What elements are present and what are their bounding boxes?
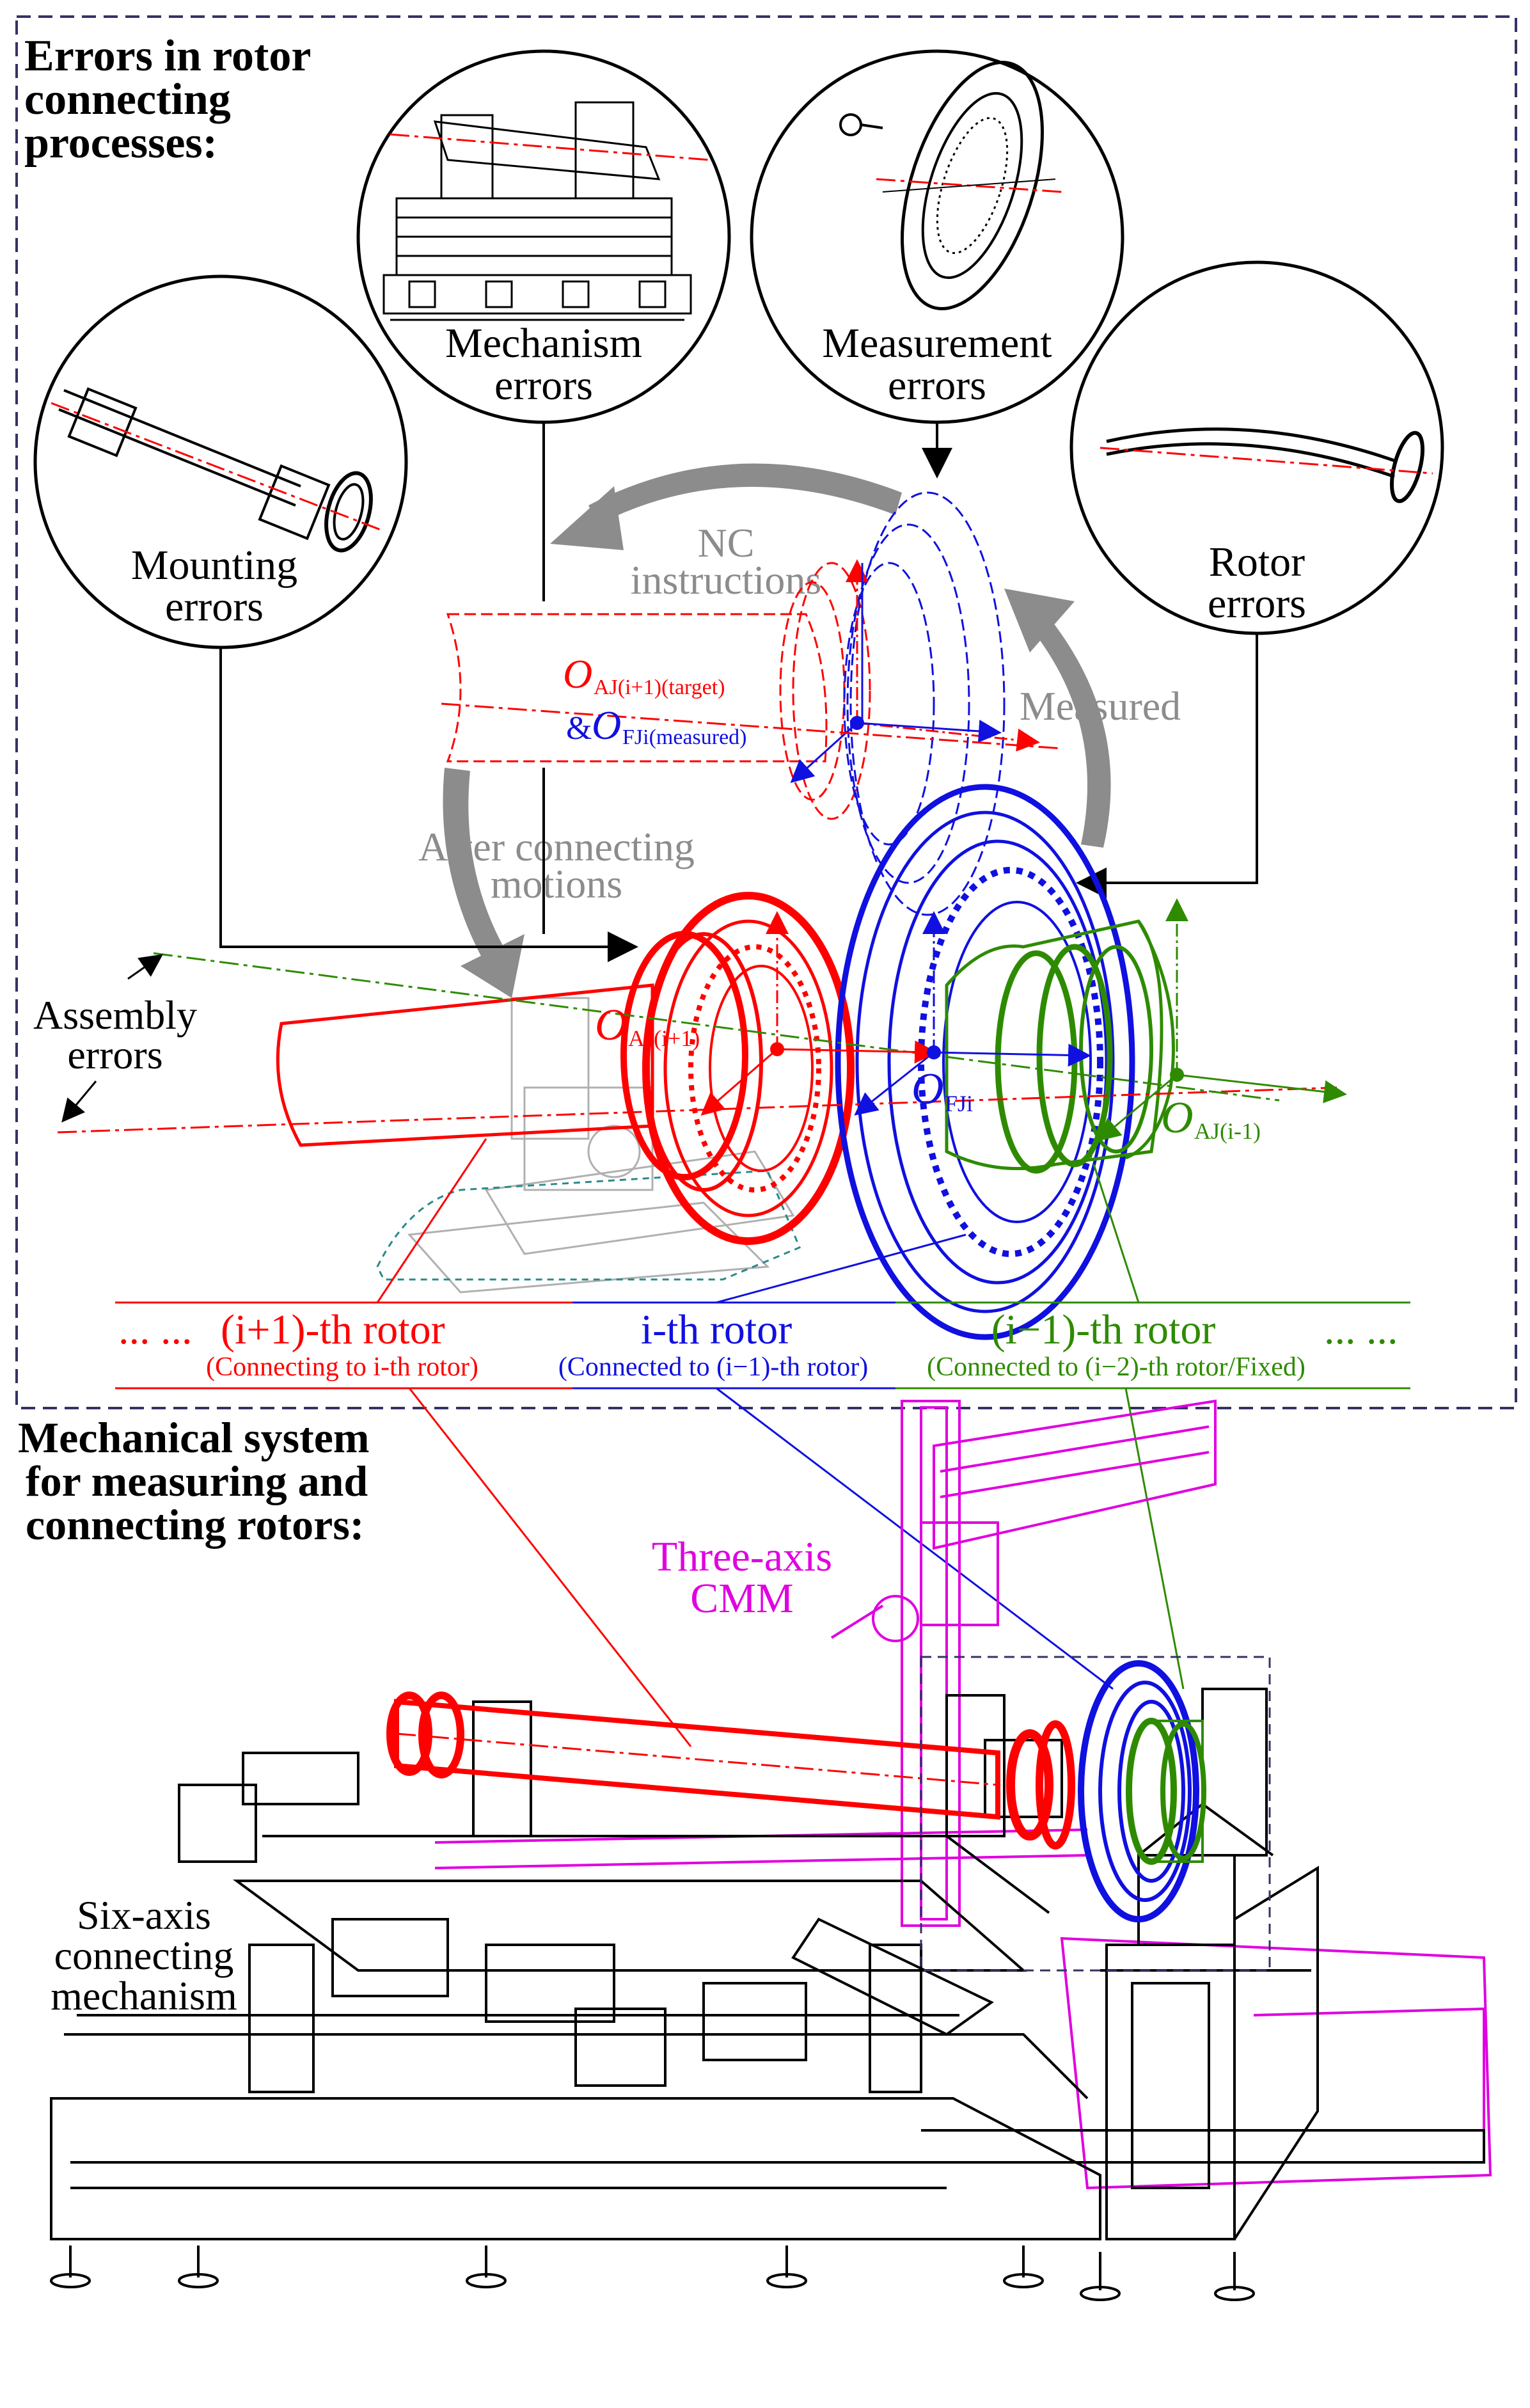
svg-text:Mechanism: Mechanism [445, 320, 642, 367]
svg-text:Rotor: Rotor [1209, 539, 1305, 585]
svg-text:Six-axis: Six-axis [77, 1892, 211, 1938]
circle-connectors [219, 422, 1258, 962]
main-axes [57, 898, 1347, 1141]
target-origin-label: O AJ(i+1)(target) & O FJi(measured) [563, 651, 747, 749]
svg-text:errors: errors [888, 362, 986, 409]
svg-text:errors: errors [67, 1032, 162, 1077]
svg-text:mechanism: mechanism [51, 1973, 237, 2018]
svg-text:Mounting: Mounting [131, 542, 297, 589]
red-rotor-next [276, 892, 855, 1245]
svg-text:... ...: ... ... [1324, 1306, 1398, 1353]
nc-instructions-label: NC [698, 520, 755, 566]
cmm-label: Three-axis CMM [652, 1533, 832, 1622]
svg-text:connecting rotors:: connecting rotors: [26, 1500, 364, 1549]
svg-text:Three-axis: Three-axis [652, 1533, 832, 1580]
svg-text:AJ(i+1)(target): AJ(i+1)(target) [594, 676, 725, 699]
svg-text:Measurement: Measurement [822, 320, 1052, 367]
nc-instructions-label-2: instructions [631, 557, 822, 603]
mechanical-section-title: Mechanical system for measuring and conn… [18, 1413, 370, 1549]
svg-text:connecting: connecting [54, 1933, 234, 1978]
fj-origin-label: O FJi [911, 1065, 973, 1116]
svg-text:FJi(measured): FJi(measured) [622, 725, 747, 749]
gray-process-arrows [443, 463, 1111, 998]
svg-text:Mechanical system: Mechanical system [18, 1413, 370, 1462]
svg-text:O: O [563, 651, 592, 697]
svg-text:(Connecting to i-th rotor): (Connecting to i-th rotor) [206, 1352, 478, 1382]
target-frame-axes [441, 559, 1062, 784]
blue-rotor-on-machine [1078, 1660, 1199, 1922]
cmm-structure [434, 1399, 1492, 2190]
mounting-errors-circle: Mounting errors [33, 274, 408, 649]
svg-text:O: O [1161, 1093, 1194, 1143]
connecting-mechanism-base [50, 1688, 1485, 2301]
svg-text:errors: errors [494, 362, 593, 409]
svg-text:connecting: connecting [24, 75, 231, 124]
svg-text:AJ(i-1): AJ(i-1) [1194, 1118, 1261, 1144]
green-rotor-prev [945, 919, 1175, 1174]
zoom-dashed-box [920, 1656, 1271, 1972]
aj-prev-origin-label: O AJ(i-1) [1161, 1093, 1261, 1144]
aj-next-origin-label: O AJ(i+1) [595, 1001, 700, 1051]
svg-text:for measuring and: for measuring and [26, 1457, 368, 1505]
svg-text:FJi: FJi [945, 1091, 973, 1116]
green-rotor-on-machine [1126, 1718, 1206, 1865]
svg-text:CMM: CMM [690, 1575, 793, 1622]
after-connecting-label: After connecting [418, 824, 695, 869]
svg-text:errors: errors [165, 583, 264, 630]
errors-frame [15, 15, 1517, 1409]
svg-text:AJ(i+1): AJ(i+1) [628, 1026, 700, 1051]
svg-text:(i+1)-th rotor: (i+1)-th rotor [221, 1306, 445, 1353]
svg-text:(Connected to (i−1)-th rotor): (Connected to (i−1)-th rotor) [558, 1352, 868, 1382]
measured-label: Measured [1020, 683, 1181, 729]
svg-text:Errors in rotor: Errors in rotor [24, 31, 311, 81]
errors-section-title: Errors in rotor connecting processes: [24, 31, 311, 168]
svg-text:processes:: processes: [24, 118, 217, 168]
six-axis-label: Six-axis connecting mechanism [51, 1892, 237, 2018]
blue-rotor-current [835, 784, 1135, 1340]
svg-text:i-th rotor: i-th rotor [641, 1306, 792, 1353]
svg-text:O: O [595, 1001, 627, 1050]
measurement-errors-circle: Measurement errors [750, 49, 1124, 424]
rotor-labels-row: ... ... (i+1)-th rotor (Connecting to i-… [115, 1301, 1410, 1390]
svg-text:... ...: ... ... [118, 1306, 193, 1353]
after-connecting-label-2: motions [491, 861, 622, 907]
svg-text:(i−1)-th rotor: (i−1)-th rotor [991, 1306, 1216, 1353]
ghost-base-outline [376, 1169, 801, 1281]
svg-text:O: O [592, 702, 621, 748]
mechanism-errors-circle: Mechanism errors [356, 49, 731, 424]
svg-text:(Connected to (i−2)-th rotor/F: (Connected to (i−2)-th rotor/Fixed) [927, 1352, 1305, 1382]
red-rotor-on-machine [386, 1691, 1075, 1850]
svg-text:O: O [911, 1065, 944, 1114]
svg-text:Assembly: Assembly [33, 992, 197, 1038]
svg-text:errors: errors [1208, 580, 1306, 627]
rotor-errors-circle: Rotor errors [1069, 260, 1444, 635]
assembly-errors-annotation: Assembly errors [33, 954, 197, 1123]
svg-text:&: & [566, 710, 592, 747]
